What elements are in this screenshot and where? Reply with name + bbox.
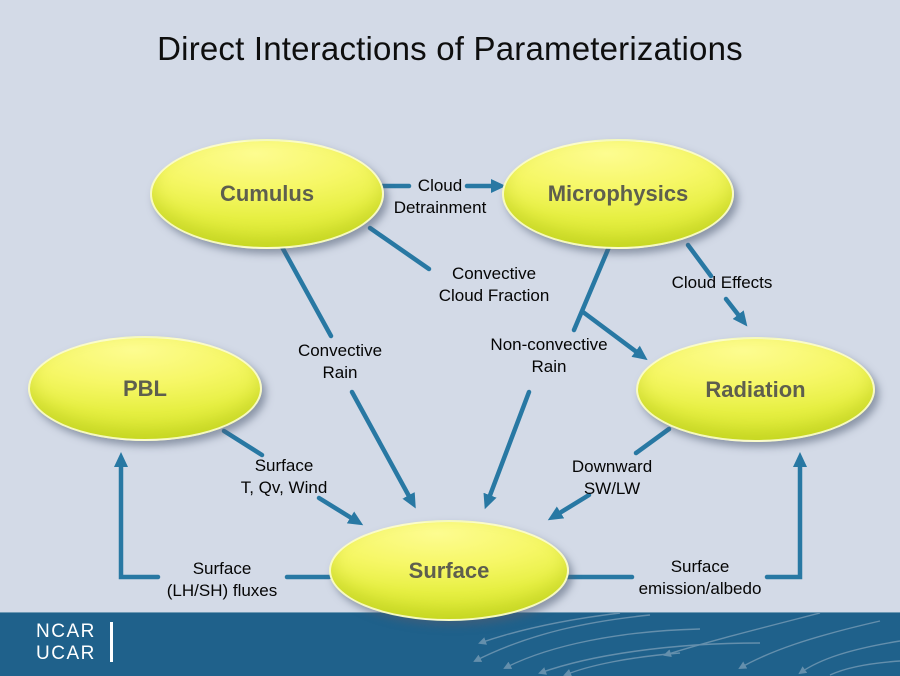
streamline-1 xyxy=(473,614,651,662)
node-pbl-label: PBL xyxy=(123,375,167,401)
streamline-9 xyxy=(563,652,681,676)
streamline-8 xyxy=(829,660,900,676)
edge-label-cloud-effects: Cloud Effects xyxy=(671,273,773,292)
arrow-surface-t-qv-wind-a xyxy=(221,428,265,458)
arrow-surface-lhsh-fluxes-b xyxy=(114,452,161,580)
streamline-5 xyxy=(738,620,881,669)
node-radiation-label: Radiation xyxy=(705,376,806,402)
streamlines-decoration xyxy=(473,613,900,676)
edge-label-downward-sw-lw: Downward SW/LW xyxy=(571,457,653,498)
arrow-cloud-effects-b xyxy=(723,296,748,327)
arrow-surface-t-qv-wind-b xyxy=(316,495,364,526)
streamline-4 xyxy=(663,613,821,658)
edge-label-surface-emission-albedo: Surface emission/albedo xyxy=(638,557,762,598)
node-surface-label: Surface xyxy=(408,557,490,583)
arrow-non-convective-rain-a xyxy=(571,244,612,333)
streamline-7 xyxy=(478,613,621,645)
node-cumulus: Cumulus xyxy=(150,139,384,249)
streamline-6 xyxy=(798,640,900,675)
node-pbl: PBL xyxy=(28,336,262,441)
arrow-convective-cloud-fraction-a xyxy=(367,225,432,272)
slide-title: Direct Interactions of Parameterizations xyxy=(157,30,743,67)
footer-bar: NCAR UCAR xyxy=(0,612,900,676)
node-microphysics-label: Microphysics xyxy=(547,181,689,206)
arrow-surface-emission-albedo-b xyxy=(764,452,807,580)
arrow-convective-rain-b xyxy=(349,389,416,509)
arrow-downward-sw-lw-a xyxy=(633,426,672,456)
logo-separator xyxy=(110,622,113,662)
edge-label-cloud-detrainment: Cloud Detrainment xyxy=(393,176,487,217)
edge-label-convective-cloud-fraction: Convective Cloud Fraction xyxy=(438,264,550,305)
node-surface: Surface xyxy=(329,520,569,621)
edge-label-surface-lhsh-fluxes: Surface (LH/SH) fluxes xyxy=(166,559,278,600)
arrow-convective-rain-a xyxy=(279,244,334,339)
edge-label-convective-rain: Convective Rain xyxy=(297,341,383,382)
node-microphysics: Microphysics xyxy=(502,139,734,249)
edge-label-non-convective-rain: Non-convective Rain xyxy=(490,335,608,376)
streamline-2 xyxy=(503,628,701,669)
streamline-3 xyxy=(538,642,761,675)
node-radiation: Radiation xyxy=(636,337,875,442)
logo-ucar: UCAR xyxy=(36,643,96,664)
edge-label-surface-t-qv-wind: Surface T, Qv, Wind xyxy=(240,456,328,497)
ncar-ucar-logo: NCAR UCAR xyxy=(36,621,96,665)
arrow-non-convective-rain-b xyxy=(483,389,532,510)
node-cumulus-label: Cumulus xyxy=(219,181,315,206)
logo-ncar: NCAR xyxy=(36,621,96,642)
